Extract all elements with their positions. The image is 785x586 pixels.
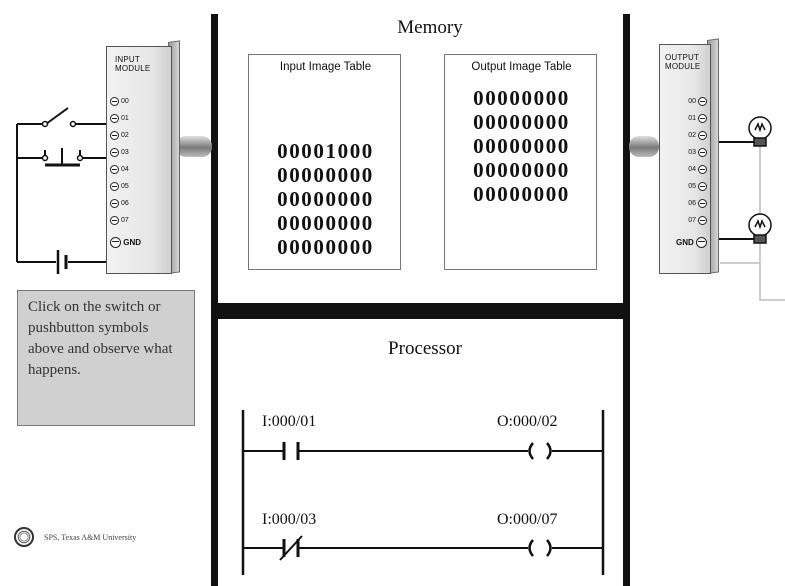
output-module-title-line2: MODULE [665,62,701,71]
output-terminal: 01 [676,110,707,127]
input-module-title: INPUT MODULE [115,55,150,73]
input-terminal: 01 [110,110,141,127]
input-module: INPUT MODULE 00 01 02 03 04 05 06 07 GND [106,46,172,274]
input-gnd-terminal: GND [110,234,141,251]
input-wiring [16,107,110,274]
rung2-input-address: I:000/03 [262,511,317,528]
input-image-row: 00001000 [277,139,374,163]
input-image-row: 00000000 [277,163,374,187]
output-terminal: 06 [676,195,707,212]
rung-2 [243,535,603,561]
output-module-title-line1: OUTPUT [665,53,700,62]
output-connector [629,136,659,157]
output-image-row: 00000000 [473,134,570,158]
memory-title: Memory [397,17,463,38]
rung1-input-address: I:000/01 [262,413,317,430]
output-image-row: 00000000 [473,110,570,134]
input-image-bits: 00001000 00000000 00000000 00000000 0000… [249,139,402,259]
output-image-bits: 00000000 00000000 00000000 00000000 0000… [445,86,598,206]
output-image-table: Output Image Table 00000000 00000000 000… [444,54,597,270]
university-seal-icon [14,527,34,547]
input-terminal: 02 [110,127,141,144]
rung-1 [243,442,603,460]
input-terminal: 00 [110,93,141,110]
output-image-row: 00000000 [473,158,570,182]
output-image-row: 00000000 [473,86,570,110]
input-terminal: 03 [110,144,141,161]
output-module-title: OUTPUT MODULE [665,53,700,71]
output-terminal: 05 [676,178,707,195]
output-terminal: 03 [676,144,707,161]
input-image-table-title: Input Image Table [279,61,372,73]
toggle-switch[interactable] [38,100,80,130]
input-image-row: 00000000 [277,235,374,259]
output-image-table-title: Output Image Table [471,61,572,73]
output-image-row: 00000000 [473,182,570,206]
output-terminal-list: 00 01 02 03 04 05 06 07 GND [676,93,707,251]
input-module-title-line2: MODULE [115,64,151,73]
rung1-output-address: O:000/02 [497,413,558,430]
light-bulb-icon [748,213,772,244]
input-connector [176,136,212,157]
memory-left-bus [211,14,218,586]
credit-text: SPS, Texas A&M University [44,533,137,542]
input-terminal-list: 00 01 02 03 04 05 06 07 GND [110,93,141,251]
input-image-table: Input Image Table 00001000 00000000 0000… [248,54,401,270]
instructions-text: Click on the switch or pushbutton symbol… [28,299,173,378]
input-terminal: 07 [110,212,141,229]
memory-right-bus [623,14,630,586]
output-terminal: 04 [676,161,707,178]
input-terminal: 04 [110,161,141,178]
memory-processor-divider [211,303,630,319]
input-terminal: 06 [110,195,141,212]
output-wiring [714,128,785,301]
input-module-title-line1: INPUT [115,55,140,64]
input-terminal: 05 [110,178,141,195]
pushbutton[interactable] [38,142,86,172]
input-image-row: 00000000 [277,187,374,211]
output-module: OUTPUT MODULE 00 01 02 03 04 05 06 07 GN… [659,44,711,274]
light-bulb-icon [748,116,772,147]
output-terminal: 02 [676,127,707,144]
instructions-box: Click on the switch or pushbutton symbol… [17,290,195,426]
output-terminal: 00 [676,93,707,110]
output-gnd-terminal: GND [676,234,707,251]
input-image-row: 00000000 [277,211,374,235]
processor-title: Processor [388,338,462,359]
rung2-output-address: O:000/07 [497,511,558,528]
output-terminal: 07 [676,212,707,229]
